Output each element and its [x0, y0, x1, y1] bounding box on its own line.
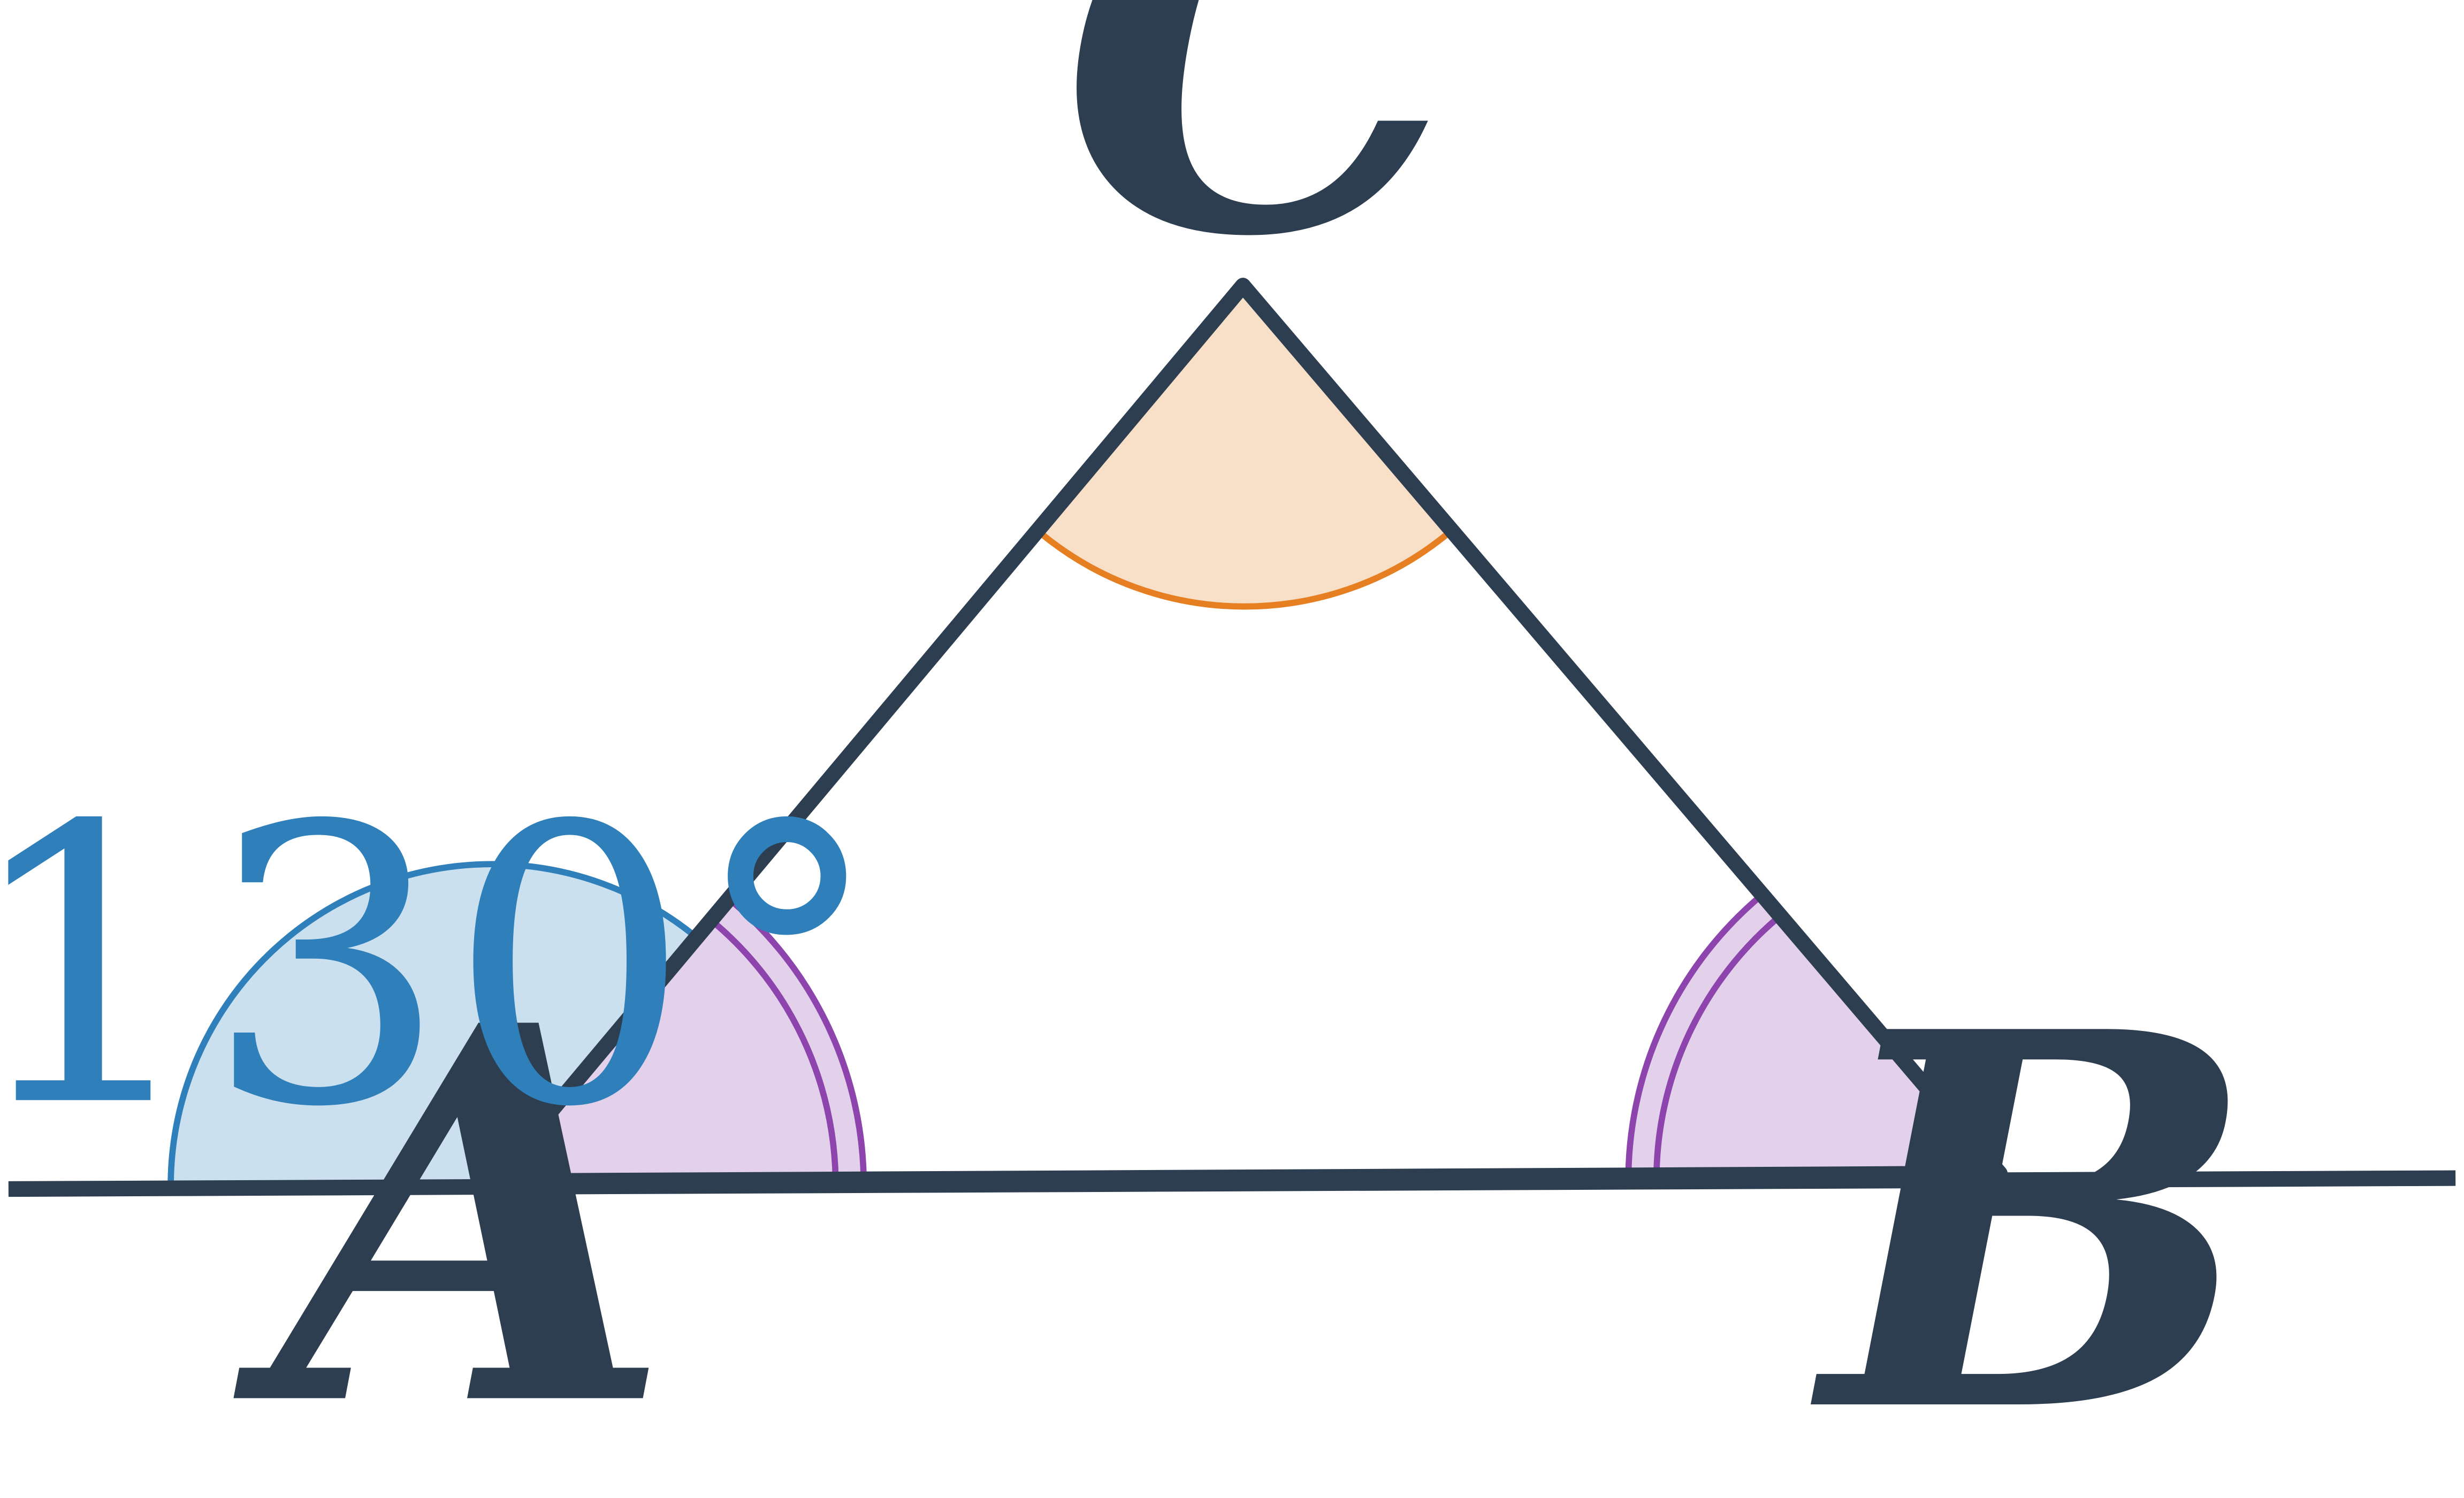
exterior-angle-a-sector [171, 864, 696, 1181]
exterior-angle-a-arc [167, 861, 697, 1182]
interior-angle-b-sector [1628, 896, 2000, 1175]
interior-angle-c-sector [1043, 285, 1446, 607]
interior-angle-b-inner-arc [1653, 915, 1781, 1175]
triangle-abc [484, 278, 2008, 1189]
vertex-label-c: C [1060, 0, 1470, 349]
interior-angle-b-outer-arc [1625, 893, 1764, 1175]
interior-angle-a-sector [492, 901, 864, 1181]
interior-angle-a-outer-arc [730, 899, 867, 1180]
vertex-label-a: A [233, 914, 673, 1498]
interior-angle-a-inner-arc [713, 921, 839, 1180]
interior-angle-c-arc [1041, 532, 1448, 610]
vertex-label-b: B [1806, 921, 2258, 1498]
exterior-angle-label: 130° [0, 745, 882, 1190]
